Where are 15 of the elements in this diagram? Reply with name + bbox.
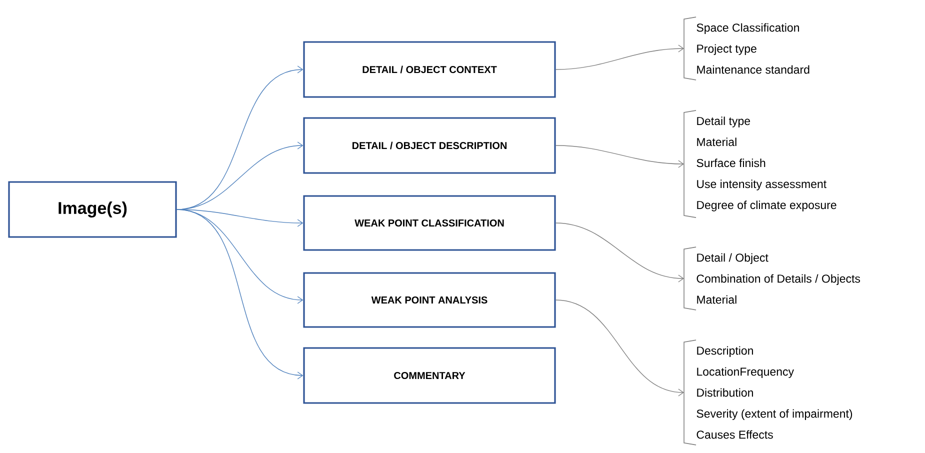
category-box: DETAIL / OBJECT CONTEXT xyxy=(303,41,556,98)
bracketed-list: Description LocationFrequency Distribution Severity (extent of impairment) Causes Effects xyxy=(684,340,852,446)
connector-arrow xyxy=(555,145,684,168)
source-box: Image(s) xyxy=(8,181,177,238)
connector-arrow xyxy=(555,222,684,282)
connector-arrow xyxy=(555,44,684,70)
bracketed-list: Space Classification Project type Maintenance standard xyxy=(684,16,810,80)
category-box: WEAK POINT ANALYSIS xyxy=(303,272,556,328)
connector-arrow xyxy=(555,300,684,396)
bracketed-list: Detail type Material Surface finish Use intensity assessment Degree of climate exposure xyxy=(684,110,836,218)
bracketed-list: Detail / Object Combination of Details / Objects Material xyxy=(684,246,860,310)
connector-arrow xyxy=(176,209,304,380)
category-box: COMMENTARY xyxy=(303,347,556,404)
category-box: WEAK POINT CLASSIFICATION xyxy=(303,195,556,251)
category-box: DETAIL / OBJECT DESCRIPTION xyxy=(303,117,556,174)
